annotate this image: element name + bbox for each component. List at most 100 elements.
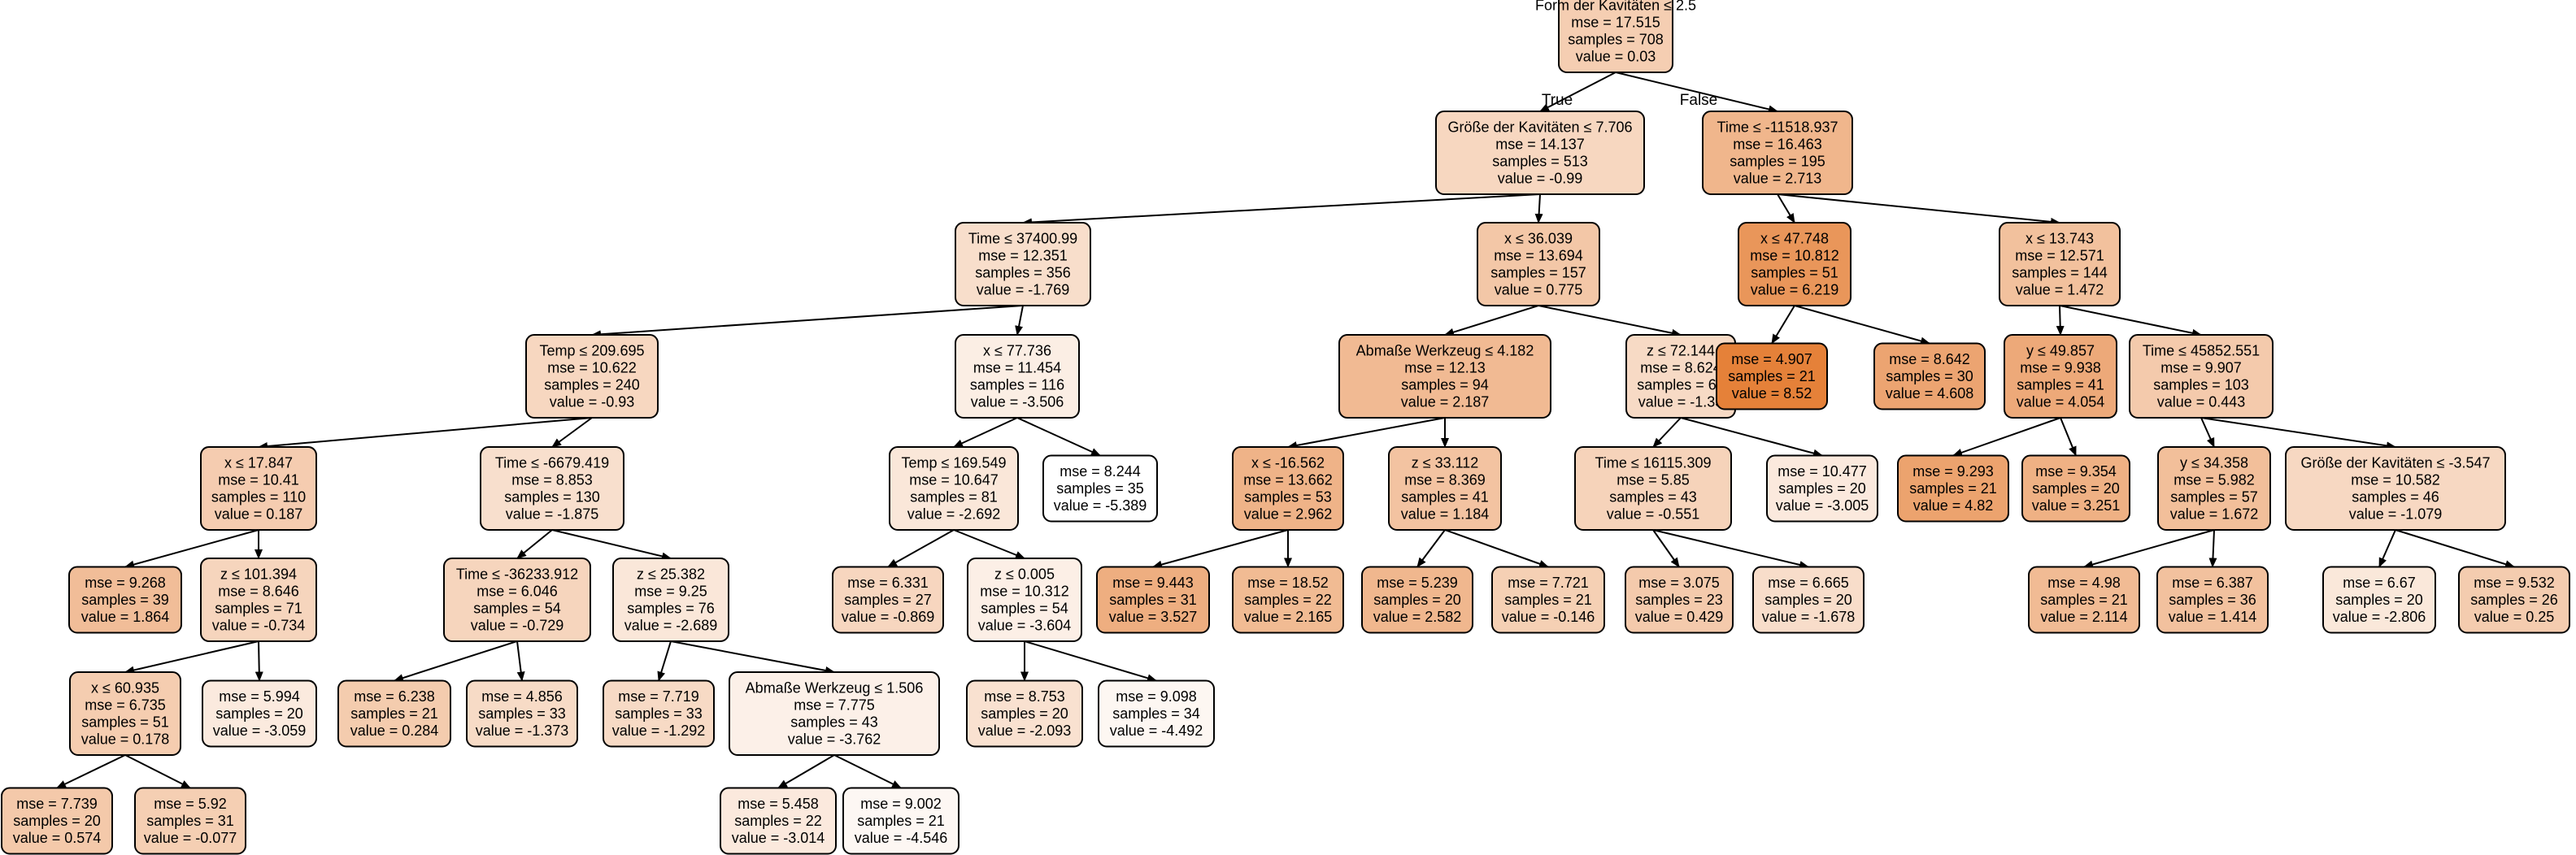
tree-edge bbox=[124, 529, 259, 569]
tree-node-line: mse = 9.907 bbox=[2160, 359, 2242, 375]
tree-edge bbox=[953, 529, 1025, 559]
tree-node-line: value = 0.187 bbox=[215, 506, 303, 522]
tree-node-line: Größe der Kavitäten ≤ 7.706 bbox=[1447, 119, 1632, 135]
tree-edge bbox=[2059, 305, 2202, 337]
tree-node-line: samples = 41 bbox=[2017, 376, 2104, 393]
tree-node-line: value = -0.551 bbox=[1607, 506, 1700, 522]
tree-node-box bbox=[1897, 454, 2009, 523]
tree-node-line: Time ≤ -11518.937 bbox=[1717, 119, 1838, 135]
tree-node-line: samples = 54 bbox=[981, 600, 1068, 616]
tree-node-box bbox=[2021, 454, 2130, 523]
tree-node-line: mse = 6.331 bbox=[847, 575, 929, 591]
tree-node-box bbox=[720, 787, 837, 855]
tree-edge bbox=[1952, 417, 2061, 457]
tree-node-box bbox=[2285, 446, 2506, 531]
tree-node-line: value = 2.114 bbox=[2040, 609, 2127, 625]
tree-node-line: mse = 7.721 bbox=[1508, 575, 1589, 591]
tree-node-line: samples = 34 bbox=[1112, 705, 1200, 722]
tree-node-line: mse = 7.719 bbox=[618, 688, 699, 705]
tree-node-box bbox=[889, 446, 1019, 531]
tree-node-line: mse = 5.92 bbox=[154, 796, 227, 812]
tree-node-line: x ≤ -16.562 bbox=[1251, 454, 1325, 471]
tree-node-line: value = 2.187 bbox=[1401, 393, 1490, 410]
tree-node-line: value = 2.962 bbox=[1244, 506, 1333, 522]
tree-edge bbox=[551, 529, 672, 561]
tree-edge bbox=[551, 417, 593, 448]
tree-node-line: samples = 63 bbox=[1637, 376, 1725, 393]
tree-node-line: value = -1.33 bbox=[1638, 393, 1724, 410]
tree-node-box bbox=[729, 671, 940, 756]
tree-node-line: samples = 21 bbox=[1909, 480, 1997, 497]
tree-node-box bbox=[1042, 454, 1158, 523]
tree-node-line: mse = 5.239 bbox=[1377, 575, 1458, 591]
tree-edge bbox=[1015, 305, 1024, 336]
tree-node-line: value = -0.734 bbox=[212, 617, 306, 633]
tree-node-line: mse = 5.982 bbox=[2174, 471, 2255, 488]
tree-edge bbox=[1416, 529, 1446, 568]
tree-node-line: mse = 12.13 bbox=[1404, 359, 1486, 375]
tree-node-line: samples = 708 bbox=[1568, 31, 1664, 47]
tree-node-line: samples = 21 bbox=[1504, 592, 1592, 608]
tree-node-line: y ≤ 49.857 bbox=[2026, 342, 2095, 358]
tree-node-line: samples = 51 bbox=[1751, 264, 1838, 280]
tree-node-box bbox=[480, 446, 624, 531]
tree-node-line: Time ≤ -36233.912 bbox=[456, 566, 578, 582]
tree-node-line: value = -4.492 bbox=[1110, 723, 1203, 739]
tree-node-line: value = 3.251 bbox=[2032, 497, 2121, 514]
tree-node-line: mse = 8.624 bbox=[1640, 359, 1721, 375]
tree-node-box bbox=[1702, 111, 1853, 195]
tree-node-line: value = 1.414 bbox=[2169, 609, 2257, 625]
tree-node-line: value = -0.729 bbox=[471, 617, 564, 633]
true-branch-label: True bbox=[1542, 92, 1573, 109]
tree-node-line: z ≤ 33.112 bbox=[1412, 454, 1479, 471]
tree-node-line: samples = 57 bbox=[2170, 488, 2258, 505]
tree-node-box bbox=[1232, 446, 1344, 531]
tree-edge bbox=[2395, 529, 2515, 569]
tree-node-line: mse = 18.52 bbox=[1247, 575, 1329, 591]
tree-node-line: value = -3.762 bbox=[788, 731, 881, 747]
tree-node-line: Time ≤ -6679.419 bbox=[495, 454, 609, 471]
tree-node-line: samples = 33 bbox=[615, 705, 703, 722]
tree-node-line: mse = 13.662 bbox=[1243, 471, 1333, 488]
tree-node-line: samples = 30 bbox=[1886, 368, 1973, 384]
tree-node-box bbox=[2028, 566, 2140, 634]
tree-node-line: samples = 43 bbox=[790, 714, 878, 730]
tree-node-line: value = -1.875 bbox=[506, 506, 599, 522]
tree-node-line: mse = 7.775 bbox=[794, 697, 875, 713]
tree-node-box bbox=[955, 222, 1091, 306]
tree-node-line: z ≤ 25.382 bbox=[637, 566, 705, 582]
tree-node-line: z ≤ 72.144 bbox=[1647, 342, 1715, 358]
tree-edge bbox=[1016, 417, 1101, 457]
tree-node-line: samples = 26 bbox=[2470, 592, 2558, 608]
tree-node-line: value = -1.373 bbox=[476, 723, 569, 739]
tree-edges bbox=[56, 72, 2515, 789]
tree-edge bbox=[670, 640, 835, 675]
tree-node-box bbox=[967, 558, 1082, 642]
tree-node-line: samples = 81 bbox=[910, 488, 998, 505]
tree-edge bbox=[2200, 417, 2215, 448]
tree-node-line: samples = 20 bbox=[981, 705, 1068, 722]
tree-node-box bbox=[1738, 222, 1852, 306]
tree-node-line: value = 1.864 bbox=[81, 609, 170, 625]
tree-edge bbox=[1615, 72, 1778, 114]
tree-node-line: samples = 94 bbox=[1401, 376, 1489, 393]
